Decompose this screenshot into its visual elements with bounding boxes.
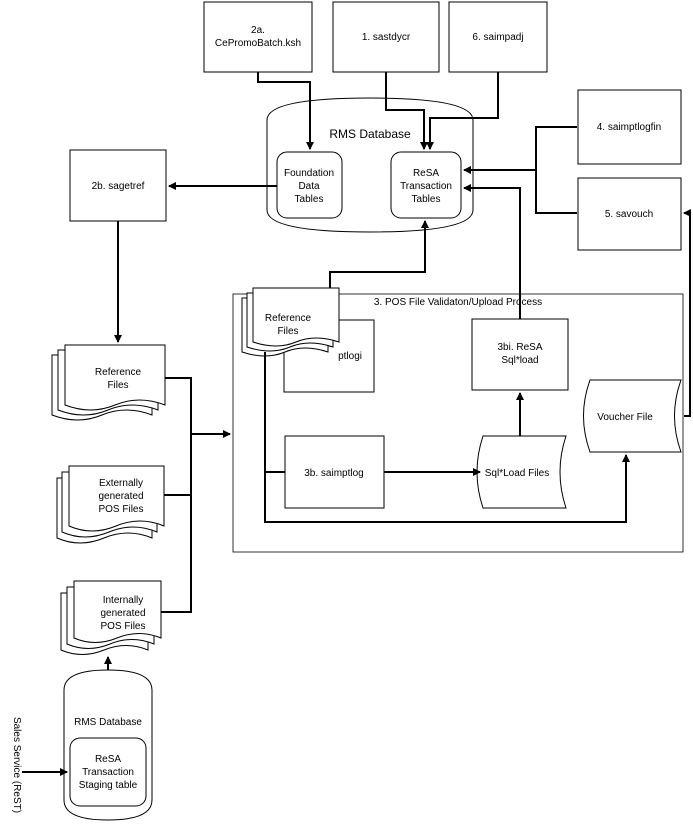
edge-posref-resa <box>329 220 429 288</box>
reference-files-doc: Reference Files <box>51 344 166 421</box>
saimpadj-box: 6. saimpadj <box>448 1 548 73</box>
internal-pos-label-2: generated <box>100 608 145 619</box>
resa-tables-label-1: ReSA <box>413 168 439 179</box>
pos-reference-files-doc: Reference Files <box>241 287 340 357</box>
foundation-label-1: Foundation <box>284 168 334 179</box>
savouch-label: 5. savouch <box>605 209 653 220</box>
ce-promo-batch-label-2: CePromoBatch.ksh <box>215 38 301 49</box>
ce-promo-batch-box: 2a. CePromoBatch.ksh <box>203 1 313 73</box>
sagetref-box: 2b. sagetref <box>69 149 167 222</box>
sastdycr-box: 1. sastdycr <box>332 1 440 73</box>
edge-cepromo-foundation <box>257 72 314 150</box>
resa-tables-label-3: Tables <box>412 194 441 205</box>
reference-files-label-1: Reference <box>95 367 142 378</box>
foundation-label-2: Data <box>298 181 320 192</box>
sastdycr-label: 1. sastdycr <box>362 32 411 43</box>
edge-sqlload-resa <box>463 184 521 319</box>
edge-savouch-resa <box>535 170 577 214</box>
resa-tables-box <box>390 151 462 219</box>
edge-posref-saimptlog <box>264 352 285 473</box>
pos-reference-files-label-2: Files <box>277 326 298 337</box>
staging-table-box <box>69 737 147 807</box>
sales-service-label: Sales Service (ReST) <box>11 717 22 813</box>
external-pos-files-doc: Externally generated POS Files <box>56 465 165 544</box>
staging-label-2: Transaction <box>82 767 134 778</box>
external-pos-label-3: POS Files <box>98 504 143 515</box>
voucher-file-storage: Voucher File <box>583 379 682 453</box>
reference-files-label-2: Files <box>107 380 128 391</box>
internal-pos-label-1: Internally <box>103 595 144 606</box>
staging-label-3: Staging table <box>79 780 138 791</box>
pos-process-title: 3. POS File Validaton/Upload Process <box>374 297 542 308</box>
edge-to-voucher <box>264 454 630 523</box>
external-pos-label-2: generated <box>98 491 143 502</box>
foundation-label-3: Tables <box>295 194 324 205</box>
staging-label-1: ReSA <box>95 754 121 765</box>
voucher-file-label: Voucher File <box>597 412 653 423</box>
pos-reference-files-label-1: Reference <box>265 313 312 324</box>
savouch-box: 5. savouch <box>577 177 682 251</box>
edge-saimpadj-resa <box>426 72 499 150</box>
resa-sqlload-label-2: Sql*load <box>501 355 538 366</box>
saimptlogfin-box: 4. saimptlogfin <box>577 89 682 165</box>
saimptlogfin-label: 4. saimptlogfin <box>597 122 661 133</box>
connectors <box>22 72 691 776</box>
rms-database-bottom: RMS Database ReSA Transaction Staging ta… <box>63 669 153 821</box>
external-pos-label-1: Externally <box>99 478 143 489</box>
rms-database-top-title: RMS Database <box>329 127 411 141</box>
saimptlog-box: 3b. saimptlog <box>284 435 385 509</box>
saimptlog-label: 3b. saimptlog <box>304 468 363 479</box>
rms-database-top: RMS Database Foundation Data Tables ReSA… <box>266 97 474 233</box>
internal-pos-label-3: POS Files <box>100 621 145 632</box>
saimpadj-label: 6. saimpadj <box>472 32 523 43</box>
saimptlogi-partial-label: ptlogi <box>338 351 362 362</box>
sqlload-files-storage: Sql*Load Files <box>476 435 567 509</box>
sqlload-files-label: Sql*Load Files <box>485 468 549 479</box>
resa-tables-label-2: Transaction <box>400 181 452 192</box>
resa-sqlload-label-1: 3bi. ReSA <box>497 342 542 353</box>
rms-database-bottom-title: RMS Database <box>74 717 142 728</box>
edge-voucher-savouch <box>683 209 691 417</box>
edge-sastdycr-resa <box>385 72 428 150</box>
ce-promo-batch-label-1: 2a. <box>251 25 265 36</box>
internal-pos-files-doc: Internally generated POS Files <box>60 580 162 655</box>
edge-saimptlogfin-resa <box>463 126 577 174</box>
sagetref-label: 2b. sagetref <box>92 181 145 192</box>
resa-sqlload-box: 3bi. ReSA Sql*load <box>471 318 569 391</box>
pos-process-frame <box>232 293 684 553</box>
